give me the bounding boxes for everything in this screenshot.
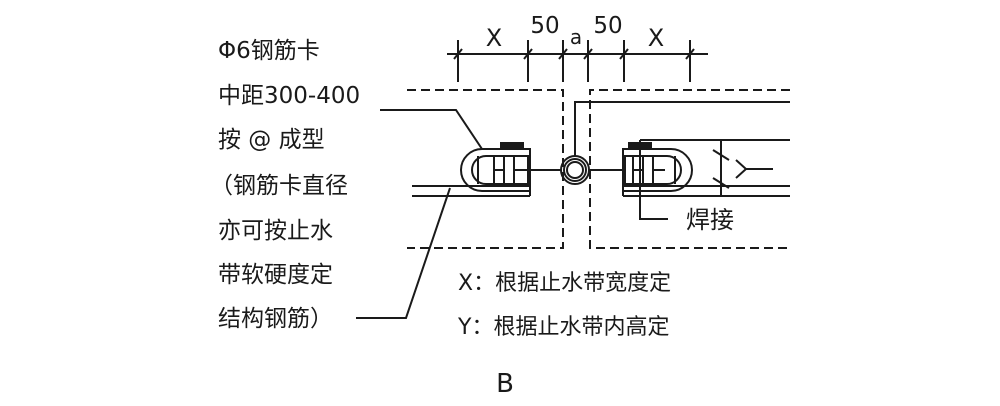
tick-mark bbox=[558, 48, 568, 60]
legend-x-note: X：根据止水带宽度定 bbox=[458, 271, 671, 296]
dim-gap-a: a bbox=[570, 25, 582, 49]
clip-inner bbox=[471, 155, 529, 185]
waterstop-bulb bbox=[560, 155, 590, 185]
weld-label: 焊接 bbox=[686, 206, 734, 234]
tick-mark bbox=[453, 48, 463, 60]
note-line-3: 按 @ 成型 bbox=[218, 127, 325, 153]
legend-y-note: Y：根据止水带内高定 bbox=[457, 315, 669, 340]
dim-x-right: X bbox=[648, 24, 664, 52]
tick-mark bbox=[619, 48, 629, 60]
note-line-7: 结构钢筋） bbox=[218, 306, 333, 332]
leader-line-rebar bbox=[356, 187, 451, 319]
weld-leader-top bbox=[574, 101, 790, 156]
figure-label: B bbox=[496, 369, 514, 399]
weld-leader-line bbox=[639, 140, 668, 220]
rebar-clip-note: Φ6钢筋卡 中距300-400 按 @ 成型 （钢筋卡直径 亦可按止水 带软硬度… bbox=[210, 38, 360, 332]
note-line-6: 带软硬度定 bbox=[218, 262, 333, 288]
note-line-5: 亦可按止水 bbox=[218, 218, 333, 244]
dimension-ticks bbox=[453, 40, 695, 82]
tick-mark bbox=[523, 48, 533, 60]
bulb-middle bbox=[563, 158, 587, 182]
note-line-4: （钢筋卡直径 bbox=[210, 173, 348, 199]
rebar-section bbox=[500, 142, 524, 150]
left-concrete-outline bbox=[407, 89, 564, 249]
right-rebar-clip bbox=[622, 142, 693, 192]
tick-mark bbox=[583, 48, 593, 60]
note-line-1: Φ6钢筋卡 bbox=[218, 38, 320, 64]
clip-outer bbox=[622, 148, 693, 192]
clip-outer bbox=[460, 148, 531, 192]
tick-mark bbox=[685, 48, 695, 60]
bulb-outer bbox=[560, 155, 590, 185]
dim-x-left: X bbox=[486, 24, 502, 52]
right-concrete-outline bbox=[589, 89, 790, 249]
clip-inner bbox=[624, 155, 682, 185]
y-label-chevron bbox=[735, 159, 748, 179]
dimension-chain: X 50 a 50 X bbox=[447, 13, 708, 82]
y-dimension bbox=[640, 139, 790, 196]
left-rebar-clip bbox=[460, 142, 531, 192]
y-tick-bottom bbox=[712, 177, 730, 189]
leader-line-clip bbox=[380, 109, 483, 150]
y-tick-top bbox=[712, 149, 730, 161]
bulb-inner bbox=[566, 161, 584, 179]
dim-50-left: 50 bbox=[530, 13, 559, 39]
dim-50-right: 50 bbox=[593, 13, 622, 39]
note-line-2: 中距300-400 bbox=[218, 83, 360, 109]
